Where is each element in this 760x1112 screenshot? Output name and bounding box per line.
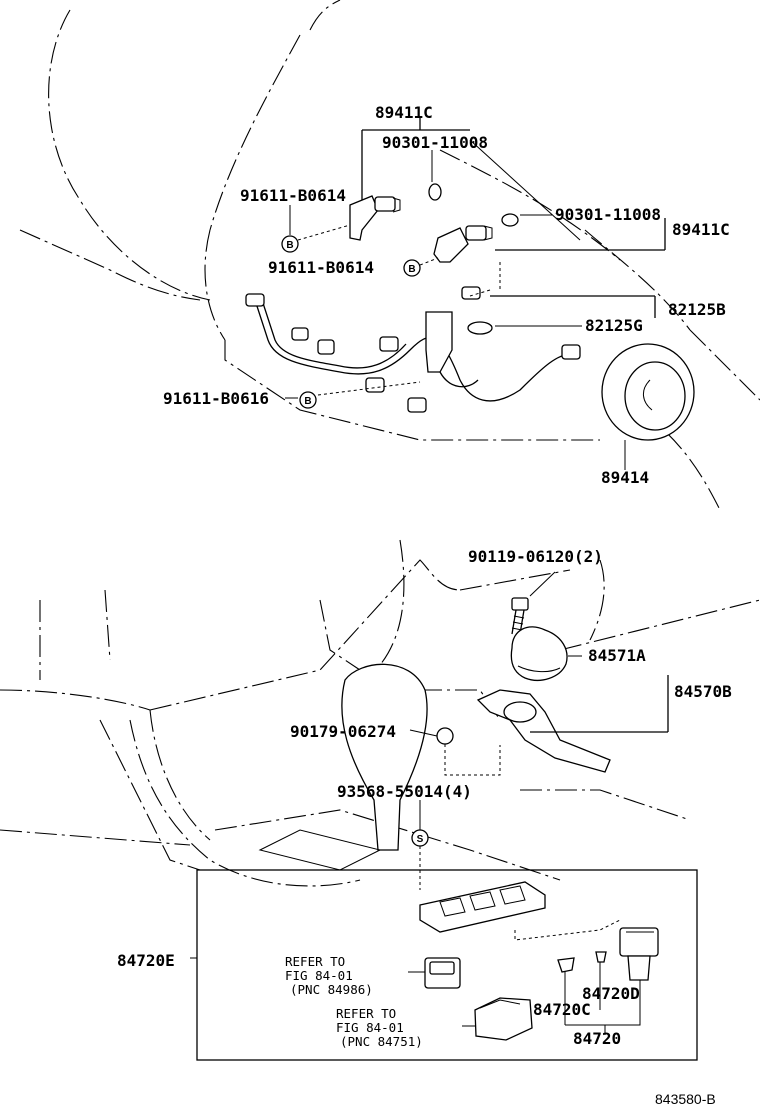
label-84720c: 84720C xyxy=(533,1000,591,1019)
leaders-bottom xyxy=(409,571,669,890)
bulb-84720c xyxy=(557,957,575,973)
svg-text:(PNC 84751): (PNC 84751) xyxy=(340,1034,423,1049)
svg-text:REFER TO: REFER TO xyxy=(336,1006,396,1021)
svg-text:S: S xyxy=(417,834,424,845)
leaders-box xyxy=(564,962,641,1035)
sensor-89411c-left xyxy=(349,195,401,241)
label-90301-right: 90301-11008 xyxy=(555,205,661,224)
label-84720e: 84720E xyxy=(117,951,175,970)
shift-knob xyxy=(258,663,428,871)
part-84571a xyxy=(510,626,568,681)
switch-84720d xyxy=(619,927,659,981)
label-84571a: 84571A xyxy=(588,646,646,665)
circle-b-marker-1: B xyxy=(281,235,299,253)
oring-90301-right xyxy=(501,213,519,227)
label-89411c-right: 89411C xyxy=(672,220,730,239)
label-93568-55014: 93568-55014(4) xyxy=(337,782,472,801)
label-82125b: 82125B xyxy=(668,300,726,319)
circle-b-marker-3: B xyxy=(299,391,317,409)
label-91611-b0614-b: 91611-B0614 xyxy=(268,258,374,277)
switch-pnc-84751 xyxy=(462,997,533,1041)
switch-detail-box xyxy=(190,869,698,1061)
wire-harness-82125 xyxy=(245,286,581,413)
bracket-84570b xyxy=(476,689,611,773)
svg-text:B: B xyxy=(408,264,415,275)
figure-code: 843580-B xyxy=(655,1091,716,1107)
svg-text:(PNC 84986): (PNC 84986) xyxy=(290,982,373,997)
sensor-89411c-right xyxy=(433,225,493,263)
svg-text:B: B xyxy=(286,240,293,251)
bottom-body-outline xyxy=(0,539,760,887)
label-82125g: 82125G xyxy=(585,316,643,335)
label-89414: 89414 xyxy=(601,468,649,487)
leaders-top xyxy=(285,118,666,470)
svg-text:FIG 84-01: FIG 84-01 xyxy=(285,968,353,983)
switch-panel-84720e xyxy=(419,881,621,941)
svg-text:B: B xyxy=(304,396,311,407)
label-84720d: 84720D xyxy=(582,984,640,1003)
label-90301-top: 90301-11008 xyxy=(382,133,488,152)
socket-small xyxy=(595,951,607,963)
top-body-outline xyxy=(19,0,760,511)
bolt-90119 xyxy=(511,597,529,635)
refer-note-84751: REFER TO FIG 84-01 (PNC 84751) xyxy=(336,1006,423,1049)
svg-text:FIG 84-01: FIG 84-01 xyxy=(336,1020,404,1035)
label-90119-06120: 90119-06120(2) xyxy=(468,547,603,566)
label-89411c-top: 89411C xyxy=(375,103,433,122)
label-91611-b0616: 91611-B0616 xyxy=(163,389,269,408)
label-91611-b0614-a: 91611-B0614 xyxy=(240,186,346,205)
label-84570b: 84570B xyxy=(674,682,732,701)
svg-text:REFER TO: REFER TO xyxy=(285,954,345,969)
circle-b-marker-2: B xyxy=(403,259,421,277)
oring-90301-top xyxy=(428,183,442,201)
label-90179-06274: 90179-06274 xyxy=(290,722,396,741)
switch-pnc-84986 xyxy=(408,957,461,989)
nut-90179 xyxy=(436,727,454,745)
refer-note-84986: REFER TO FIG 84-01 (PNC 84986) xyxy=(285,954,373,997)
circle-s-marker: S xyxy=(411,829,429,847)
label-84720: 84720 xyxy=(573,1029,621,1048)
sensor-89414 xyxy=(601,343,695,441)
